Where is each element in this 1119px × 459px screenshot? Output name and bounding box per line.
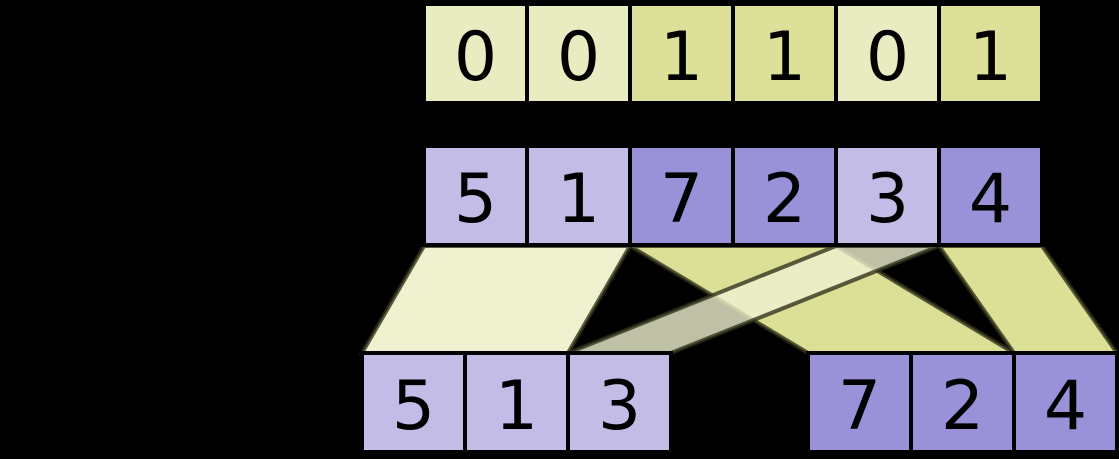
- output-left-row: 5 1 3: [360, 351, 673, 454]
- mask-cell-0: [422, 2, 529, 105]
- mask-cell-3-value: 1: [763, 18, 806, 97]
- input-cell-4-value: 3: [866, 160, 909, 239]
- input-row: 5 1 7 2 3 4: [422, 144, 1044, 247]
- mask-cell-3: [731, 2, 838, 105]
- input-cell-1: [525, 144, 632, 247]
- input-cell-2: [628, 144, 735, 247]
- output-right-cell-2: [1012, 351, 1119, 454]
- input-cell-5: [937, 144, 1044, 247]
- output-left-cell-1: [463, 351, 570, 454]
- mask-cell-4-value: 0: [866, 18, 909, 97]
- input-cell-3-value: 2: [763, 160, 806, 239]
- input-cell-3: [731, 144, 838, 247]
- mask-cell-1: [525, 2, 632, 105]
- output-right-row: 7 2 4: [806, 351, 1119, 454]
- input-cell-1-value: 1: [557, 160, 600, 239]
- mask-cell-5-value: 1: [969, 18, 1012, 97]
- mask-cell-1-value: 0: [557, 18, 600, 97]
- output-left-cell-0: [360, 351, 467, 454]
- input-cell-4: [834, 144, 941, 247]
- output-right-cell-0: [806, 351, 913, 454]
- mask-row: 0 0 1 1 0 1: [422, 2, 1044, 105]
- mask-cell-2-value: 1: [660, 18, 703, 97]
- input-cell-2-value: 7: [660, 160, 703, 239]
- mask-cell-0-value: 0: [454, 18, 497, 97]
- output-left-cell-2-value: 3: [598, 367, 641, 446]
- output-left-cell-0-value: 5: [392, 367, 435, 446]
- output-right-cell-0-value: 7: [838, 367, 881, 446]
- output-right-cell-1-value: 2: [941, 367, 984, 446]
- output-left-cell-2: [566, 351, 673, 454]
- output-right-cell-2-value: 4: [1044, 367, 1087, 446]
- input-cell-0-value: 5: [454, 160, 497, 239]
- mask-cell-2: [628, 2, 735, 105]
- output-left-cell-1-value: 1: [495, 367, 538, 446]
- mask-cell-5: [937, 2, 1044, 105]
- input-cell-5-value: 4: [969, 160, 1012, 239]
- output-right-cell-1: [909, 351, 1016, 454]
